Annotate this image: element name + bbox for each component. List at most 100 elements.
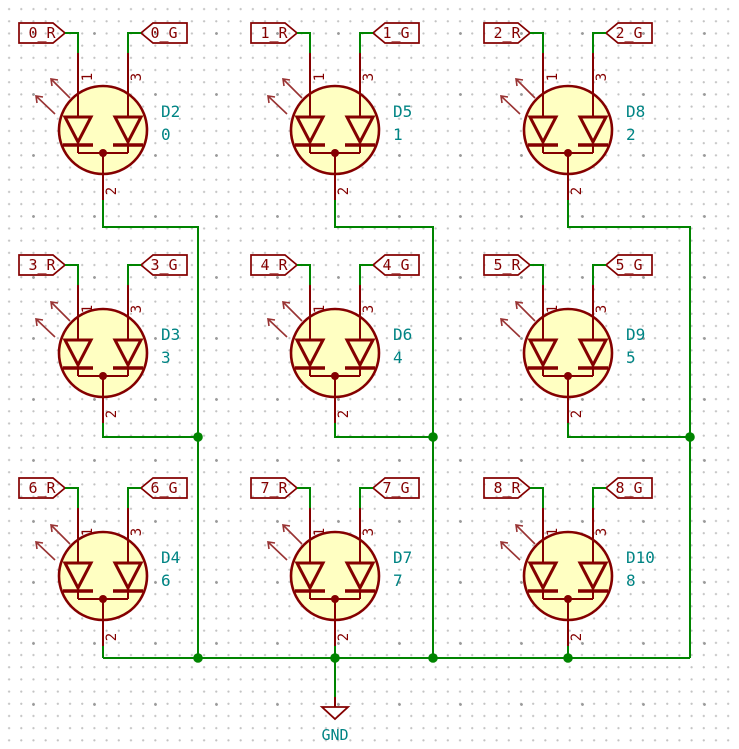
pin-number-2: 2 — [569, 187, 585, 195]
reference-designator[interactable]: D3 — [161, 325, 180, 344]
global-label-outline — [18, 254, 67, 276]
global-label-3_R[interactable]: 3_R — [18, 254, 79, 285]
wire[interactable] — [359, 32, 373, 53]
wire[interactable] — [297, 32, 311, 53]
global-label-5_R[interactable]: 5_R — [483, 254, 544, 285]
value-label[interactable]: 1 — [393, 125, 403, 144]
global-label-4_R[interactable]: 4_R — [250, 254, 311, 285]
pin-number-3: 3 — [361, 305, 377, 313]
global-label-6_G[interactable]: 6_G — [127, 477, 188, 508]
global-label-0_R[interactable]: 0_R — [18, 22, 79, 53]
value-label[interactable]: 2 — [626, 125, 636, 144]
junction-dot[interactable] — [685, 432, 695, 442]
wire[interactable] — [530, 487, 544, 508]
global-label-7_G[interactable]: 7_G — [359, 477, 420, 508]
value-label[interactable]: 6 — [161, 571, 171, 590]
emission-arrow-icon — [267, 318, 288, 338]
junction-dot[interactable] — [428, 653, 438, 663]
wire[interactable] — [359, 264, 373, 285]
wire[interactable] — [530, 264, 544, 285]
reference-designator[interactable]: D5 — [393, 102, 412, 121]
global-label-4_G[interactable]: 4_G — [359, 254, 420, 285]
value-label[interactable]: 5 — [626, 348, 636, 367]
wire[interactable] — [65, 487, 79, 508]
wire[interactable] — [65, 264, 79, 285]
value-label[interactable]: 8 — [626, 571, 636, 590]
wire[interactable] — [334, 423, 433, 438]
wire[interactable] — [127, 487, 141, 508]
global-label-8_R[interactable]: 8_R — [483, 477, 544, 508]
pin-number-2: 2 — [569, 633, 585, 641]
value-label[interactable]: 4 — [393, 348, 403, 367]
global-label-1_G[interactable]: 1_G — [359, 22, 420, 53]
global-label-7_R[interactable]: 7_R — [250, 477, 311, 508]
diode-triangle — [577, 338, 609, 369]
value-label[interactable]: 3 — [161, 348, 171, 367]
diode-triangle — [112, 338, 144, 369]
reference-designator[interactable]: D8 — [626, 102, 645, 121]
wire[interactable] — [530, 32, 544, 53]
reference-designator[interactable]: D2 — [161, 102, 180, 121]
global-label-2_R[interactable]: 2_R — [483, 22, 544, 53]
global-label-text: 2_R — [493, 24, 521, 42]
emission-arrow-icon — [35, 95, 56, 115]
wire[interactable] — [592, 487, 606, 508]
power-symbol-gnd[interactable]: GND — [319, 697, 351, 744]
global-label-outline — [250, 477, 299, 499]
wire[interactable] — [359, 487, 373, 508]
global-label-8_G[interactable]: 8_G — [592, 477, 653, 508]
global-label-5_G[interactable]: 5_G — [592, 254, 653, 285]
global-label-text: 6_G — [150, 479, 177, 497]
wire[interactable] — [297, 487, 311, 508]
reference-designator[interactable]: D4 — [161, 548, 180, 567]
reference-designator[interactable]: D10 — [626, 548, 655, 567]
global-label-outline — [139, 254, 188, 276]
gnd-triangle-icon — [319, 706, 351, 721]
junction-dot[interactable] — [563, 653, 573, 663]
wire[interactable] — [127, 32, 141, 53]
wire[interactable] — [65, 32, 79, 53]
junction-dot[interactable] — [330, 653, 340, 663]
reference-designator[interactable]: D9 — [626, 325, 645, 344]
gnd-label: GND — [321, 726, 348, 744]
wire[interactable] — [334, 200, 434, 437]
wire[interactable] — [102, 200, 199, 437]
wires-layer — [102, 200, 691, 697]
wire[interactable] — [567, 200, 691, 437]
wire[interactable] — [592, 264, 606, 285]
reference-designator[interactable]: D7 — [393, 548, 412, 567]
global-label-0_G[interactable]: 0_G — [127, 22, 188, 53]
emission-arrow-icon — [515, 524, 536, 545]
wire[interactable] — [592, 32, 606, 53]
junction-dot[interactable] — [193, 653, 203, 663]
reference-designator[interactable]: D6 — [393, 325, 412, 344]
emission-arrow-icon — [267, 541, 288, 561]
global-label-text: 3_R — [28, 256, 56, 274]
wire[interactable] — [102, 423, 198, 438]
global-label-outline — [250, 254, 299, 276]
pin-number-1: 1 — [80, 305, 96, 313]
global-label-6_R[interactable]: 6_R — [18, 477, 79, 508]
emission-arrow-icon — [500, 95, 521, 115]
global-label-1_R[interactable]: 1_R — [250, 22, 311, 53]
wire[interactable] — [127, 264, 141, 285]
wire[interactable] — [297, 264, 311, 285]
global-label-2_G[interactable]: 2_G — [592, 22, 653, 53]
wire[interactable] — [567, 423, 690, 438]
value-label[interactable]: 0 — [161, 125, 171, 144]
internal-junction-dot — [564, 595, 572, 603]
junction-dot[interactable] — [428, 432, 438, 442]
junction-dot[interactable] — [193, 432, 203, 442]
value-label[interactable]: 7 — [393, 571, 403, 590]
global-label-3_G[interactable]: 3_G — [127, 254, 188, 285]
